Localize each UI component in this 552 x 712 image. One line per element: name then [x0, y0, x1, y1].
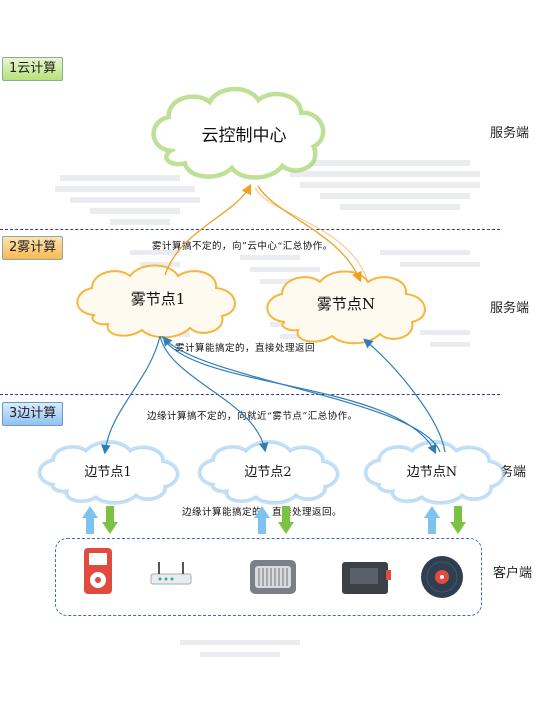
- divider-fog-edge: [0, 394, 500, 395]
- updown-arrows-edgen: [424, 506, 466, 534]
- router-icon: [150, 562, 192, 585]
- layer-tag-fog: 2雾计算: [2, 236, 64, 260]
- radio-icon: [250, 560, 296, 594]
- layer-tag-edge: 3边计算: [2, 402, 64, 426]
- ipod-icon: [84, 548, 112, 594]
- edge-node-1: 边节点1: [37, 440, 180, 505]
- edge-node-n: 边节点N: [363, 440, 506, 505]
- cloud-center-node: 云控制中心: [151, 86, 326, 180]
- arrow-fog1-to-edgen: [161, 335, 437, 455]
- arrow-fog1-to-edge2: [159, 335, 269, 453]
- edge-node-n-label: 边节点N: [407, 465, 457, 480]
- fog-node-n: 雾节点N: [266, 270, 426, 345]
- updown-arrows-edge2: [254, 506, 294, 534]
- tablet-icon: [342, 562, 391, 594]
- arrow-fogn-to-cloud: [254, 187, 369, 283]
- note-fog-to-cloud: 雾计算搞不定的，向”云中心“汇总协作。: [152, 241, 333, 252]
- side-label-cloud: 服务端: [490, 126, 530, 141]
- side-label-fog: 服务端: [490, 301, 530, 316]
- divider-cloud-fog: [0, 229, 500, 230]
- arrow-fog1-to-cloud: [164, 183, 252, 276]
- fog-node-n-label: 雾节点N: [317, 295, 375, 313]
- side-label-client: 客户端: [493, 566, 533, 581]
- fog-node-1-label: 雾节点1: [131, 290, 186, 308]
- cloud-center-label: 云控制中心: [202, 126, 287, 146]
- arrow-edgen-to-fogn: [363, 338, 446, 453]
- vinyl-record-icon: [421, 556, 463, 598]
- fog-node-1: 雾节点1: [76, 264, 236, 339]
- client-devices-box: [55, 538, 482, 616]
- layer-tag-cloud: 1云计算: [2, 57, 64, 81]
- note-fog-local: 雾计算能搞定的，直接处理返回: [175, 343, 316, 354]
- side-label-edge: 务端: [500, 465, 527, 480]
- edge-node-2-label: 边节点2: [244, 465, 291, 480]
- arrow-edgen-to-fog1: [162, 336, 441, 453]
- edge-node-1-label: 边节点1: [84, 465, 131, 480]
- arrow-fog1-to-edge1: [101, 335, 161, 455]
- note-edge-to-fog: 边缘计算搞不定的，向就近“雾节点”汇总协作。: [147, 411, 358, 422]
- updown-arrows-edge1: [82, 506, 118, 534]
- arrow-cloud-to-fogn: [257, 185, 362, 283]
- edge-node-2: 边节点2: [197, 440, 340, 505]
